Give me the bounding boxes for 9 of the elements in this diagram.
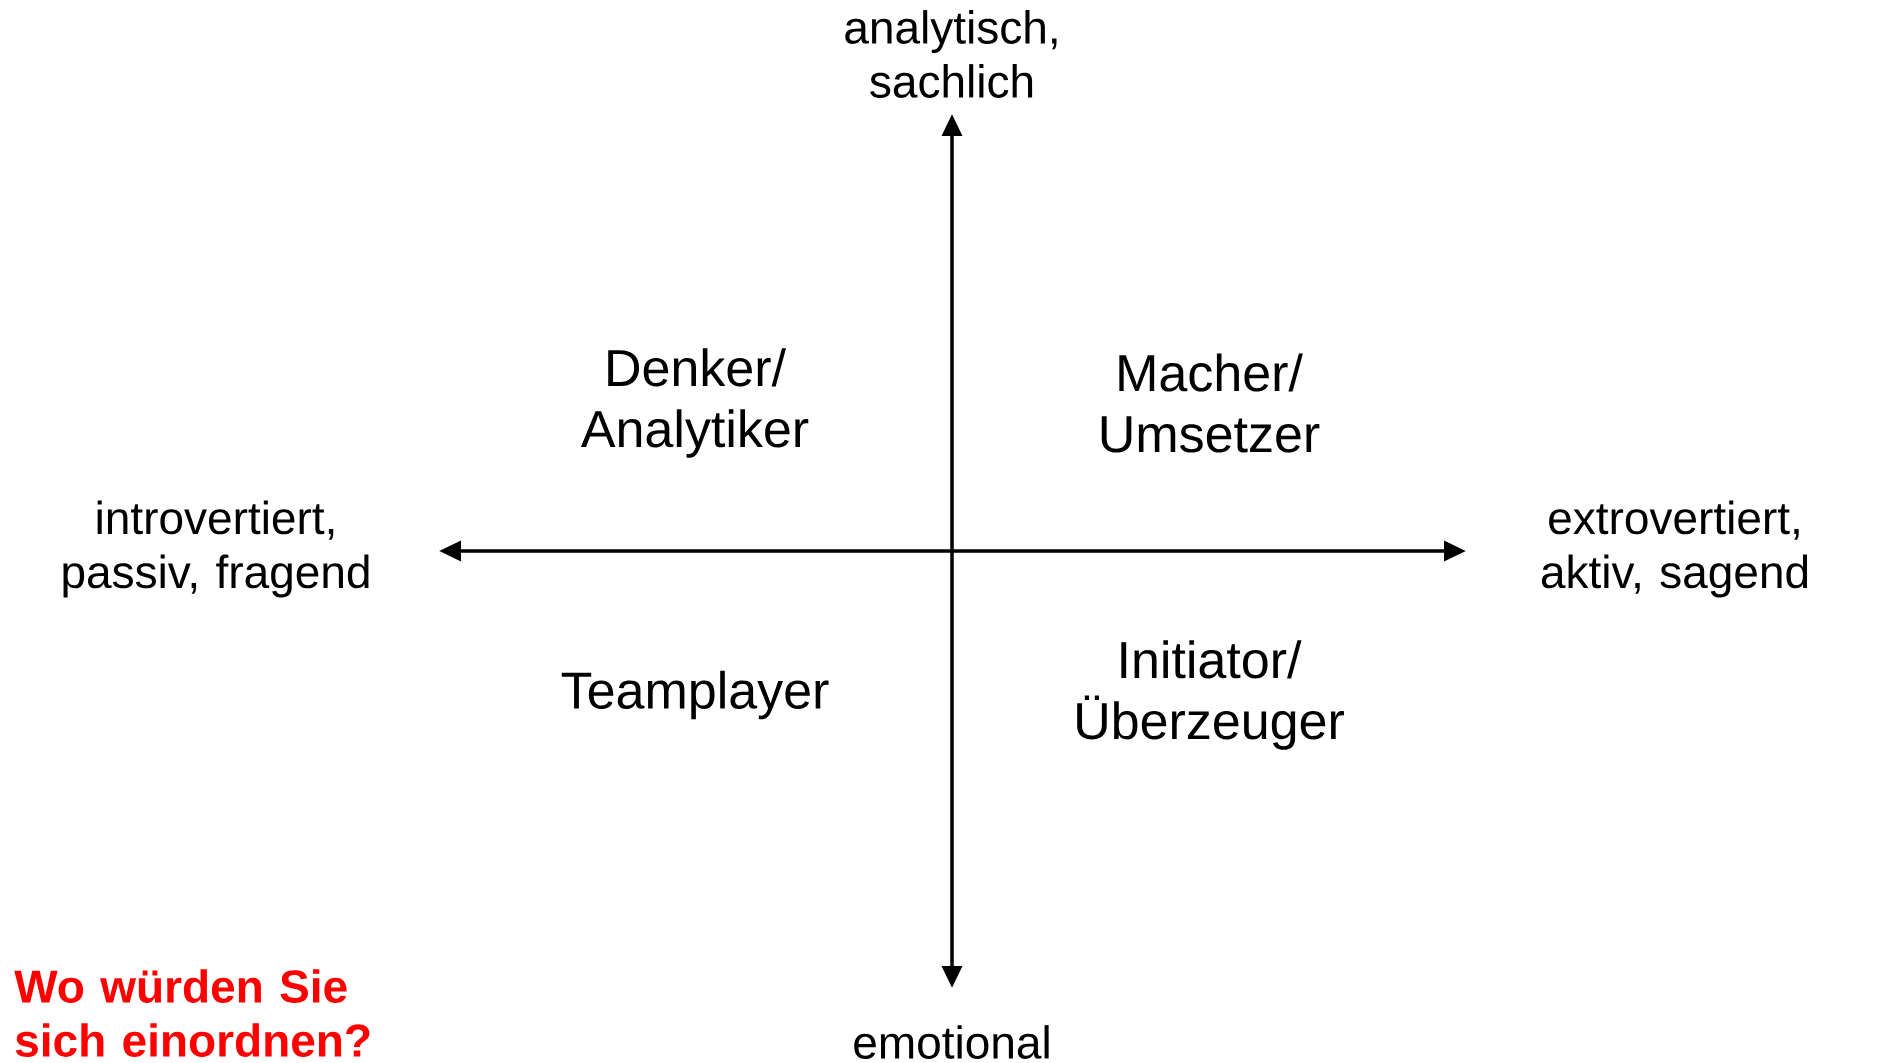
axis-label: introvertiert, passiv, fragend [63, 500, 369, 598]
quadrant-label: Denker/ Analytiker [580, 348, 809, 458]
question-text: Wo würden Sie sich einordnen? [14, 969, 370, 1057]
quadrant-label: Initiator/ Überzeuger [1077, 640, 1344, 750]
axis-label: extrovertiert, aktiv, sagend [1541, 500, 1808, 598]
axis-label: emotional [854, 1025, 1049, 1059]
axis-label: analytisch, sachlich [845, 10, 1057, 98]
quadrant-label: Teamplayer [561, 670, 829, 720]
quadrant-label: Macher/ Umsetzer [1101, 353, 1320, 453]
